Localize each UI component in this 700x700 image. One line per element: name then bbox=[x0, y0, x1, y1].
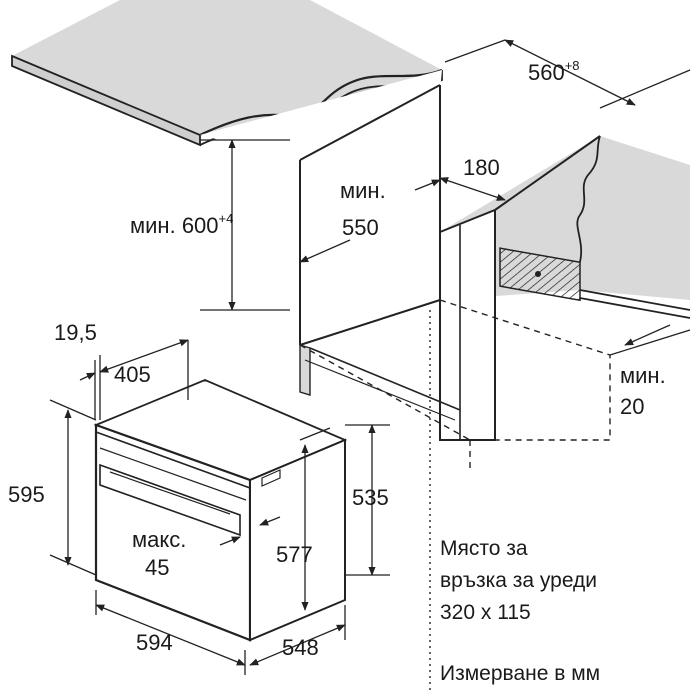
body-height-label: 535 bbox=[352, 485, 389, 510]
appliance-width-label: 594 bbox=[136, 630, 173, 655]
units-note: Измерване в мм bbox=[440, 662, 600, 685]
countertop bbox=[11, 0, 443, 147]
rear-gap-label-1: мин. bbox=[620, 363, 666, 388]
side-cabinet bbox=[439, 135, 691, 441]
connection-point-icon bbox=[535, 271, 541, 277]
dimension-lines bbox=[49, 39, 691, 675]
niche-depth-label-1: мин. bbox=[340, 178, 386, 203]
inner-height-label: 577 bbox=[276, 542, 313, 567]
connection-note-line2: връзка за уреди bbox=[440, 569, 597, 592]
front-offset-label: 19,5 bbox=[54, 320, 97, 345]
side-depth-label: 405 bbox=[114, 362, 151, 387]
niche-height-label: мин. 600+4 bbox=[130, 211, 233, 238]
oven-handle bbox=[99, 463, 241, 537]
niche-width-label: 560+8 bbox=[528, 58, 580, 85]
connection-note-line3: 320 x 115 bbox=[440, 601, 531, 624]
connection-note-line1: Място за bbox=[440, 537, 528, 560]
cutout-depth-label: 180 bbox=[463, 155, 500, 180]
rear-gap-label-2: 20 bbox=[620, 394, 644, 419]
door-gap-label-2: 45 bbox=[145, 555, 169, 580]
appliance-depth-label: 548 bbox=[282, 635, 319, 660]
niche-depth-label-2: 550 bbox=[342, 215, 379, 240]
appliance-height-label: 595 bbox=[8, 482, 45, 507]
door-gap-label-1: макс. bbox=[132, 527, 186, 552]
oven bbox=[93, 379, 348, 642]
